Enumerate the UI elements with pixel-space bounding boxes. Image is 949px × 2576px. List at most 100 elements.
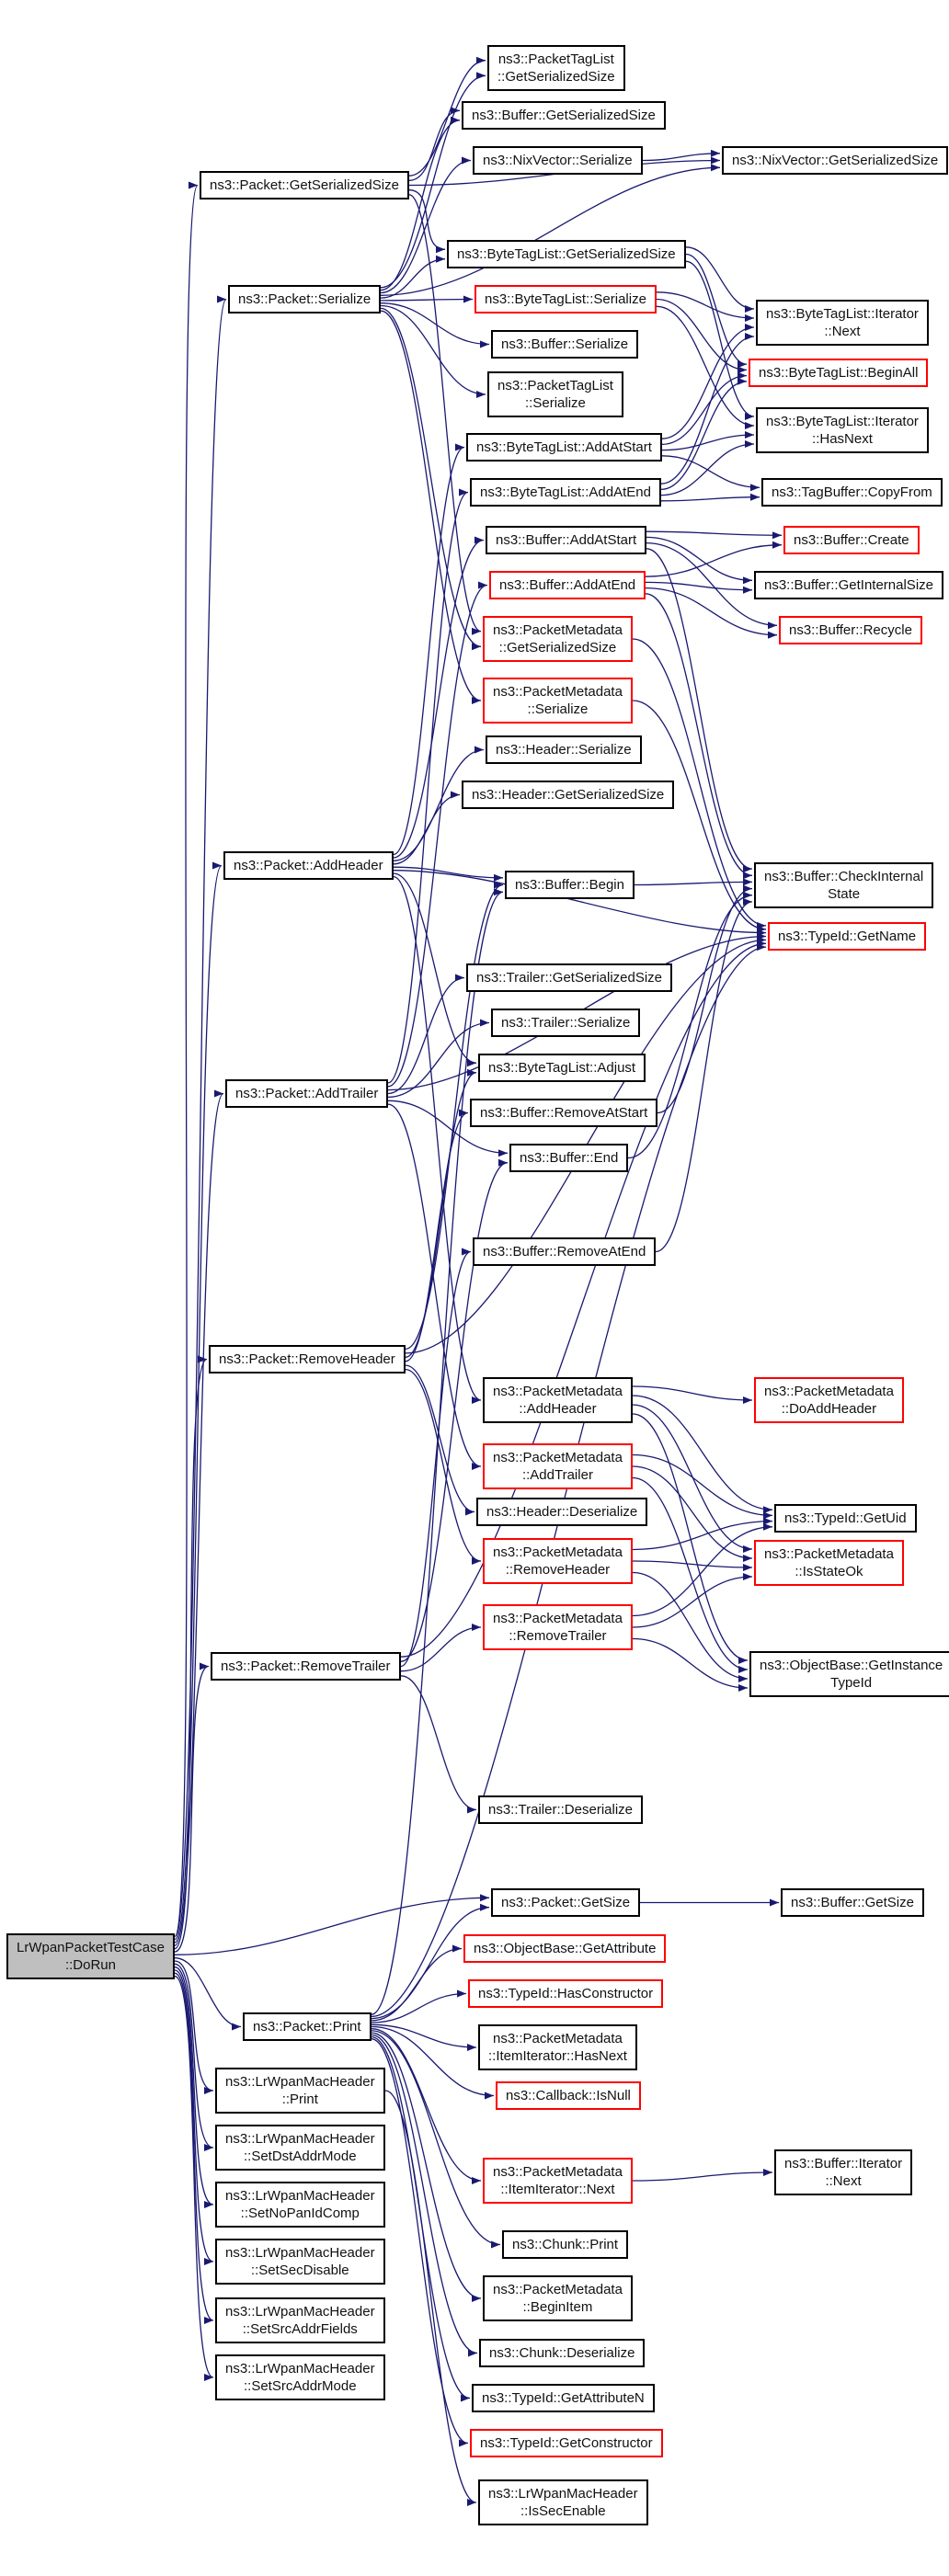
node-pktPrint[interactable]: ns3::Packet::Print (243, 2012, 372, 2041)
edge-doRun-lwSetDst (174, 1963, 214, 2151)
node-lwSetSrcF[interactable]: ns3::LrWpanMacHeader::SetSrcAddrFields (215, 2297, 385, 2343)
edge-pmRemT-tidGetUid (632, 1522, 773, 1617)
node-pmAddT[interactable]: ns3::PacketMetadata::AddTrailer (483, 1443, 633, 1489)
edge-doRun-lwSetSrcM (174, 1976, 214, 2381)
node-bufSer[interactable]: ns3::Buffer::Serialize (491, 330, 639, 359)
node-tidGetCtor[interactable]: ns3::TypeId::GetConstructor (470, 2429, 663, 2457)
edge-pktAddH-tidGetName (393, 870, 767, 937)
node-lwSetSrcM[interactable]: ns3::LrWpanMacHeader::SetSrcAddrMode (215, 2354, 385, 2400)
node-doRun: LrWpanPacketTestCase::DoRun (6, 1933, 175, 1979)
node-bufGetIntSize[interactable]: ns3::Buffer::GetInternalSize (754, 571, 943, 599)
node-label-line: ns3::ObjectBase::GetAttribute (474, 1941, 657, 1956)
node-bufAddS[interactable]: ns3::Buffer::AddAtStart (486, 526, 647, 554)
edge-pktAddT-trlGetSS (387, 974, 465, 1095)
node-bufRemS[interactable]: ns3::Buffer::RemoveAtStart (470, 1099, 658, 1127)
node-btlIterNext[interactable]: ns3::ByteTagList::Iterator::Next (756, 300, 929, 346)
edge-pktSer-pmGetSS (380, 307, 482, 651)
node-label-line: ns3::Buffer::RemoveAtEnd (483, 1244, 646, 1260)
node-lwIsSecEn[interactable]: ns3::LrWpanMacHeader::IsSecEnable (478, 2479, 648, 2525)
node-bufBegin[interactable]: ns3::Buffer::Begin (505, 871, 635, 899)
node-nixGetSS[interactable]: ns3::NixVector::GetSerializedSize (722, 146, 949, 175)
edge-pktAddT-bufAddE (387, 581, 488, 1088)
node-pmIsStateOk[interactable]: ns3::PacketMetadata::IsStateOk (754, 1540, 904, 1586)
node-label-line: ::DoAddHeader (781, 1401, 877, 1417)
node-cbIsNull[interactable]: ns3::Callback::IsNull (496, 2081, 641, 2110)
node-trlGetSS[interactable]: ns3::Trailer::GetSerializedSize (466, 963, 673, 992)
node-bufRemE[interactable]: ns3::Buffer::RemoveAtEnd (473, 1237, 657, 1266)
node-label-line: ns3::Chunk::Print (512, 2237, 619, 2252)
node-lwSetSec[interactable]: ns3::LrWpanMacHeader::SetSecDisable (215, 2239, 385, 2285)
node-btlBeginAll[interactable]: ns3::ByteTagList::BeginAll (749, 359, 929, 387)
node-label-line: ns3::ByteTagList::AddAtStart (476, 439, 652, 455)
node-bufEnd[interactable]: ns3::Buffer::End (509, 1144, 629, 1172)
node-pmRemH[interactable]: ns3::PacketMetadata::RemoveHeader (483, 1538, 633, 1584)
node-btlAdjust[interactable]: ns3::ByteTagList::Adjust (478, 1054, 646, 1082)
node-hdrGetSS[interactable]: ns3::Header::GetSerializedSize (462, 781, 675, 809)
node-label-line: ns3::Packet::GetSize (501, 1895, 631, 1910)
node-label-line: ns3::PacketMetadata (493, 1384, 623, 1399)
node-bufCreate[interactable]: ns3::Buffer::Create (783, 526, 920, 554)
node-chunkDeser[interactable]: ns3::Chunk::Deserialize (479, 2339, 646, 2367)
node-pmGetSS[interactable]: ns3::PacketMetadata::GetSerializedSize (483, 616, 633, 662)
node-label-line: ns3::Buffer::Begin (515, 877, 624, 893)
node-pktGetSize[interactable]: ns3::Packet::GetSize (491, 1888, 641, 1917)
edge-pmAddT-tidGetUid (632, 1453, 773, 1520)
edge-pktPrint-cbIsNull (371, 2025, 495, 2100)
node-obGetAttr[interactable]: ns3::ObjectBase::GetAttribute (463, 1934, 667, 1963)
node-pktRemH[interactable]: ns3::Packet::RemoveHeader (209, 1345, 406, 1373)
node-ptlSer[interactable]: ns3::PacketTagList::Serialize (487, 371, 623, 417)
node-btlAddS[interactable]: ns3::ByteTagList::AddAtStart (466, 433, 662, 462)
edge-pktPrint-pmiiHasNext (371, 2023, 477, 2051)
node-bufRecycle[interactable]: ns3::Buffer::Recycle (779, 616, 922, 644)
node-lwPrint[interactable]: ns3::LrWpanMacHeader::Print (215, 2068, 385, 2114)
node-bufGetSS[interactable]: ns3::Buffer::GetSerializedSize (462, 101, 666, 130)
node-pmRemT[interactable]: ns3::PacketMetadata::RemoveTrailer (483, 1604, 633, 1650)
node-pmiiHasNext[interactable]: ns3::PacketMetadata::ItemIterator::HasNe… (478, 2024, 637, 2070)
node-pmSer[interactable]: ns3::PacketMetadata::Serialize (483, 678, 633, 724)
node-btlAddE[interactable]: ns3::ByteTagList::AddAtEnd (470, 478, 661, 507)
node-btlGetSS[interactable]: ns3::ByteTagList::GetSerializedSize (447, 240, 686, 268)
node-pktAddT[interactable]: ns3::Packet::AddTrailer (225, 1079, 389, 1108)
node-label-line: ns3::Buffer::End (520, 1150, 619, 1166)
edge-pmAddH-obGetITid (632, 1413, 749, 1664)
node-label-line: ns3::PacketMetadata (493, 1544, 623, 1560)
node-tidHasCtor[interactable]: ns3::TypeId::HasConstructor (468, 1979, 664, 2008)
edge-pktAddH-bufBegin (393, 866, 504, 882)
node-lwSetNoPan[interactable]: ns3::LrWpanMacHeader::SetNoPanIdComp (215, 2182, 385, 2228)
node-chunkPrint[interactable]: ns3::Chunk::Print (502, 2230, 629, 2259)
edge-pmAddT-pmIsStateOk (632, 1465, 753, 1562)
node-pmDoAddH[interactable]: ns3::PacketMetadata::DoAddHeader (754, 1377, 904, 1423)
node-label-line: ns3::Packet::AddTrailer (235, 1086, 379, 1101)
node-pktSer[interactable]: ns3::Packet::Serialize (228, 285, 382, 313)
node-bufGetSize[interactable]: ns3::Buffer::GetSize (781, 1888, 924, 1917)
node-label-line: ::SetNoPanIdComp (240, 2206, 360, 2221)
edge-btlAddS-btlIterNext (661, 324, 755, 439)
node-btlIterHasNext[interactable]: ns3::ByteTagList::Iterator::HasNext (756, 407, 929, 453)
node-pmBeginItem[interactable]: ns3::PacketMetadata::BeginItem (483, 2275, 633, 2321)
node-btlSer[interactable]: ns3::ByteTagList::Serialize (474, 285, 657, 313)
node-lwSetDst[interactable]: ns3::LrWpanMacHeader::SetDstAddrMode (215, 2125, 385, 2171)
node-trlSer[interactable]: ns3::Trailer::Serialize (491, 1009, 641, 1037)
node-label-line: ns3::PacketMetadata (493, 622, 623, 638)
node-nixSer[interactable]: ns3::NixVector::Serialize (473, 146, 643, 175)
node-ptlGetSS[interactable]: ns3::PacketTagList::GetSerializedSize (487, 45, 625, 91)
node-hdrSer[interactable]: ns3::Header::Serialize (486, 735, 642, 764)
node-hdrDeser[interactable]: ns3::Header::Deserialize (476, 1498, 648, 1526)
node-trlDeser[interactable]: ns3::Trailer::Deserialize (478, 1795, 643, 1824)
node-bufIterNext[interactable]: ns3::Buffer::Iterator::Next (774, 2149, 913, 2195)
node-tbCopyFrom[interactable]: ns3::TagBuffer::CopyFrom (761, 478, 943, 507)
node-pmAddH[interactable]: ns3::PacketMetadata::AddHeader (483, 1377, 633, 1423)
node-label-line: TypeId (830, 1675, 873, 1691)
node-tidGetAttrN[interactable]: ns3::TypeId::GetAttributeN (472, 2384, 655, 2412)
node-pmiiNext[interactable]: ns3::PacketMetadata::ItemIterator::Next (483, 2158, 633, 2204)
node-tidGetUid[interactable]: ns3::TypeId::GetUid (774, 1504, 917, 1533)
node-pktRemT[interactable]: ns3::Packet::RemoveTrailer (211, 1652, 401, 1681)
node-bufAddE[interactable]: ns3::Buffer::AddAtEnd (489, 571, 646, 599)
node-pktGetSS[interactable]: ns3::Packet::GetSerializedSize (200, 171, 409, 199)
edge-pktPrint-pktGetSize (371, 1903, 490, 2020)
node-tidGetName[interactable]: ns3::TypeId::GetName (768, 922, 927, 951)
node-pktAddH[interactable]: ns3::Packet::AddHeader (223, 851, 394, 880)
edge-pktRemH-bufBegin (405, 881, 504, 1351)
